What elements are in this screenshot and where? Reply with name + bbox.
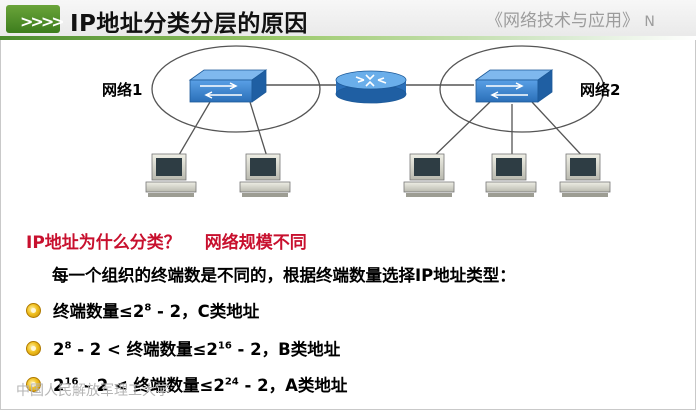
bullet-class-b: 28 - 2 < 终端数量≤216 - 2，B类地址 bbox=[26, 336, 340, 360]
question-line: IP地址为什么分类？ 网络规模不同 bbox=[26, 228, 307, 253]
bullet-class-a: 216 - 2 < 终端数量≤224 - 2，A类地址 bbox=[26, 372, 347, 396]
course-title: 《网络技术与应用》 N bbox=[486, 11, 655, 31]
bullet-icon bbox=[26, 341, 41, 356]
network-diagram-svg bbox=[145, 45, 611, 197]
network1-label: 网络1 bbox=[102, 81, 143, 99]
chevron-logo-icon: >>>> bbox=[6, 5, 65, 33]
computer-icon bbox=[239, 153, 291, 197]
bullet-class-c: 终端数量≤28 - 2，C类地址 bbox=[26, 298, 259, 322]
router-icon bbox=[335, 70, 407, 104]
bullet-icon bbox=[26, 303, 41, 318]
intro-text: 每一个组织的终端数是不同的，根据终端数量选择IP地址类型： bbox=[52, 266, 516, 285]
link-switch2-pc3 bbox=[429, 101, 491, 161]
bullet-icon bbox=[26, 377, 41, 392]
slide-header: >>>> IP地址分类分层的原因 《网络技术与应用》 N bbox=[0, 0, 696, 40]
slide-title: IP地址分类分层的原因 bbox=[70, 11, 308, 37]
link-switch1-pc1 bbox=[175, 101, 211, 161]
network-diagram: 网络1 网络2 bbox=[0, 42, 696, 212]
link-switch1-pc2 bbox=[249, 101, 269, 161]
question-text: IP地址为什么分类？ bbox=[26, 233, 181, 253]
switch-icon bbox=[188, 69, 268, 103]
header-stripe bbox=[0, 36, 696, 40]
computer-icon bbox=[559, 153, 611, 197]
computer-icon bbox=[485, 153, 537, 197]
switch-icon bbox=[474, 69, 554, 103]
answer-text: 网络规模不同 bbox=[204, 233, 307, 253]
link-switch2-pc5 bbox=[531, 101, 587, 161]
watermark-text: 中国人民解放军理工大学 bbox=[16, 383, 170, 399]
computer-icon bbox=[403, 153, 455, 197]
course-title-overflow: N bbox=[644, 14, 655, 30]
network2-label: 网络2 bbox=[580, 81, 621, 99]
computer-icon bbox=[145, 153, 197, 197]
